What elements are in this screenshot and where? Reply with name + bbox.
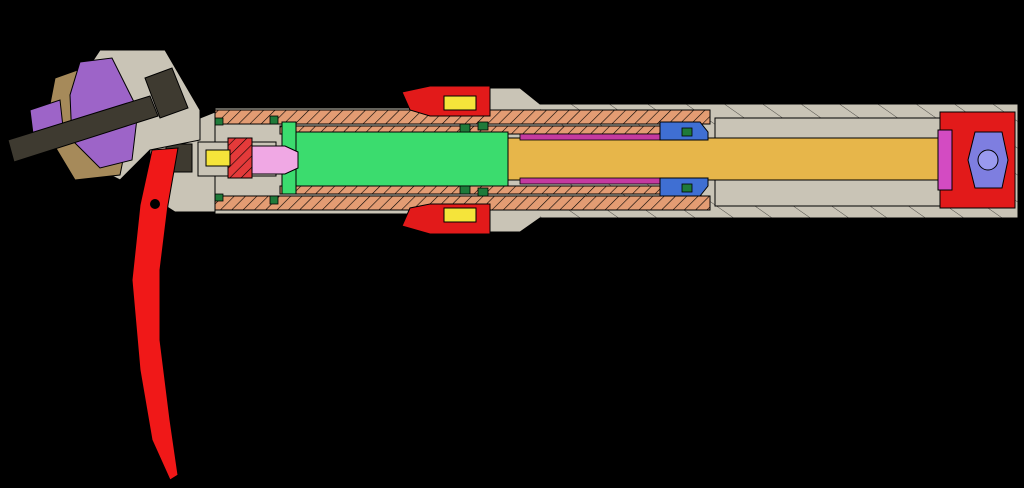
piston-green [281,121,509,195]
lever [131,147,179,481]
spacer-yellow [443,95,477,223]
outer-tube-wall [214,109,711,211]
valve-pink [251,145,299,175]
clamp-bolt [7,67,189,163]
end-washer [937,129,953,191]
cap-red [937,111,1016,209]
valve [197,137,299,179]
rod-gold [504,137,946,181]
seal-green [214,115,693,205]
